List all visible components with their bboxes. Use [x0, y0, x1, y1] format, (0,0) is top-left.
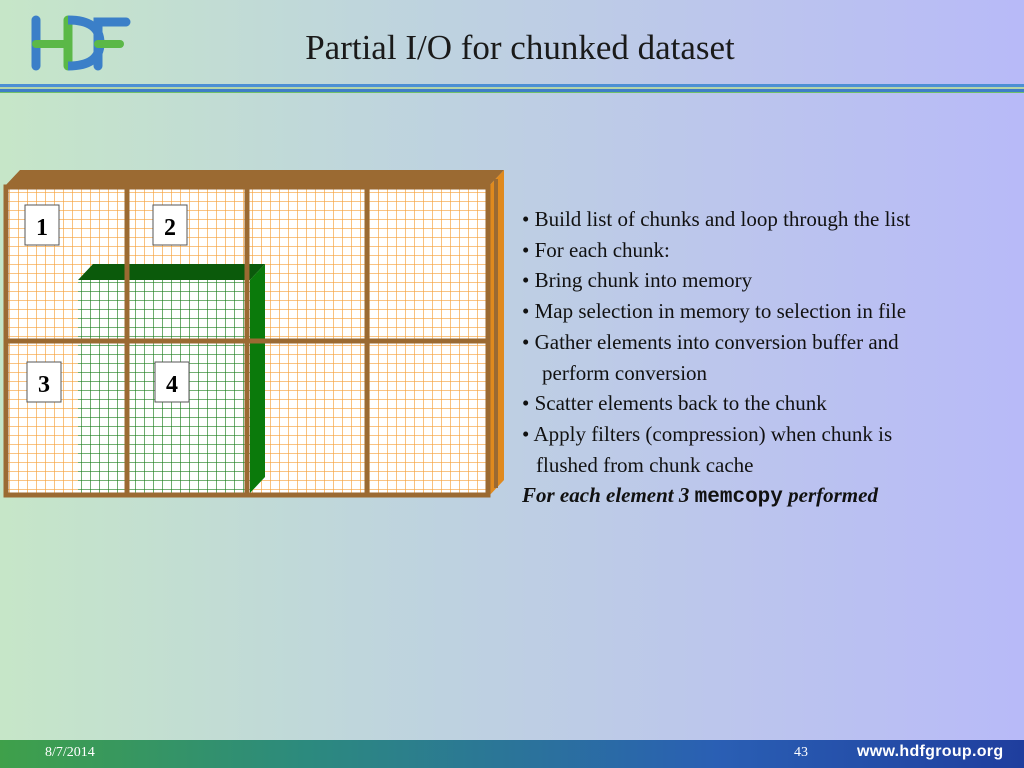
page-title: Partial I/O for chunked dataset [305, 28, 735, 67]
bullet-item: • For each chunk: [522, 237, 670, 262]
svg-text:3: 3 [38, 372, 50, 398]
bullet-item: • Scatter elements back to the chunk [522, 391, 827, 416]
bullet-item: • Build list of chunks and loop through … [522, 207, 911, 231]
svg-text:4: 4 [166, 372, 178, 398]
selection-top-face [78, 264, 265, 280]
chunk-diagram: 1 2 3 4 [3, 170, 504, 498]
bullet-continuation: flushed from chunk cache [536, 452, 754, 477]
dataset-top-face [4, 170, 504, 187]
summary-text: For each element 3 [522, 483, 695, 508]
hdf-logo [31, 15, 131, 71]
footer-date: 8/7/2014 [45, 745, 95, 760]
bullet-item: • Gather elements into conversion buffer… [522, 329, 899, 354]
selection-side-face [250, 264, 265, 493]
header-rule [0, 87, 1024, 89]
slide-number: 43 [794, 745, 808, 760]
summary-text: performed [782, 483, 878, 508]
svg-text:1: 1 [36, 215, 48, 241]
header-rule [0, 89, 1024, 92]
summary-code: memcopy [694, 486, 783, 510]
footer-bar: 8/7/2014 43 www.hdfgroup.org [0, 740, 1024, 768]
header-rule [0, 92, 1024, 93]
chunk-label: 1 [24, 204, 60, 246]
header-rule [0, 84, 1024, 87]
bullet-continuation: perform conversion [542, 360, 708, 385]
svg-text:2: 2 [164, 215, 176, 241]
footer-url: www.hdfgroup.org [857, 743, 1004, 760]
bullet-item: • Bring chunk into memory [522, 268, 753, 293]
summary-line: For each element 3 memcopy performed [522, 480, 1012, 514]
bullet-item: • Map selection in memory to selection i… [522, 299, 907, 324]
bullet-item: • Apply filters (compression) when chunk… [522, 421, 893, 446]
chunk-borders [3, 184, 491, 498]
bullet-list: • Build list of chunks and loop through … [522, 204, 1012, 514]
chunk-label: 3 [26, 361, 62, 403]
chunk-label: 2 [152, 204, 188, 246]
chunk-label: 4 [154, 361, 190, 403]
